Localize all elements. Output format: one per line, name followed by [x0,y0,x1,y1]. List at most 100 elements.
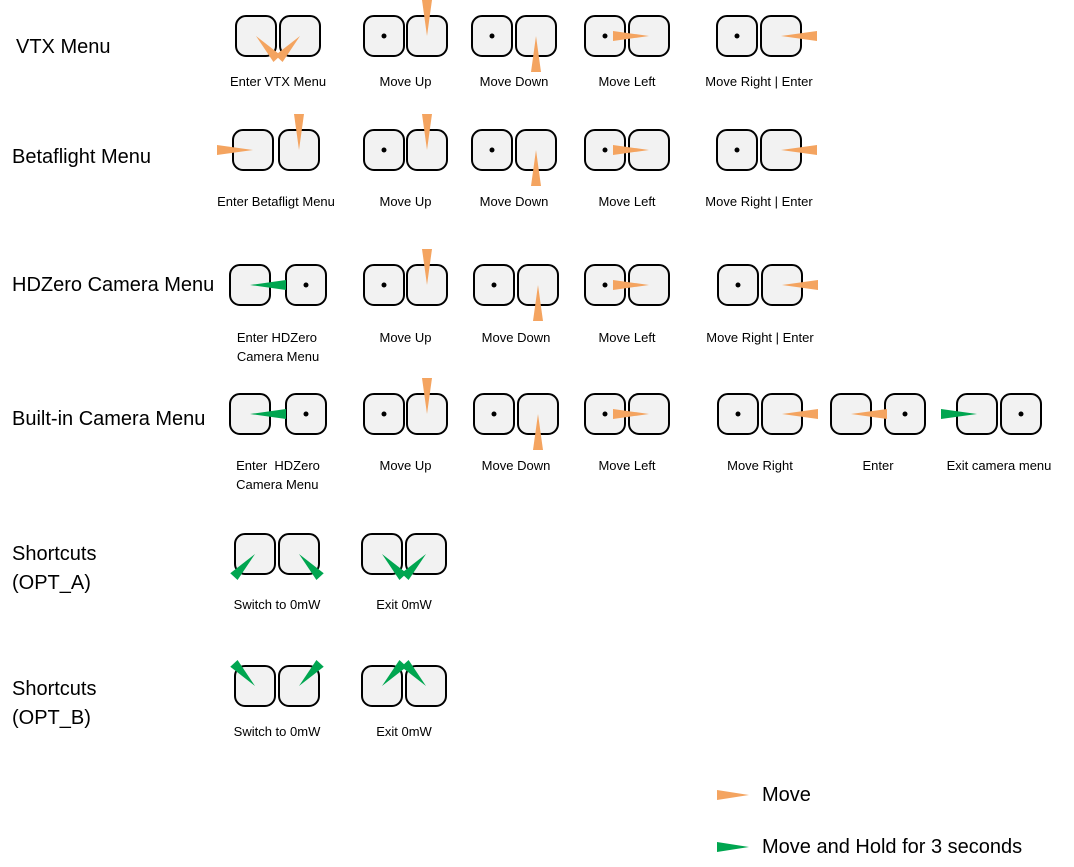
stick-center-dot [602,147,608,153]
command-label: Switch to 0mW [234,722,321,741]
command-label-line: Exit 0mW [376,597,432,612]
legend-label: Move [762,783,811,806]
move-left-arrow-icon [613,409,649,419]
section-title: Shortcuts (OPT_B) [12,678,97,729]
hold-down-right-arrow-icon [299,554,324,581]
command-label: Move Up [379,192,431,211]
command-label: Move Left [598,192,655,211]
stick-center-dot [902,411,908,417]
move-right-arrow-icon [782,409,818,419]
command-label: Move Right [727,456,793,475]
command-label-line: Move Down [479,194,549,209]
hold-up-right-arrow-icon [382,659,407,686]
stick-center-dot [602,411,608,417]
stick-center-dot [735,282,741,288]
command-label-line: Move Right [727,458,793,473]
sticks-graphic [584,15,670,57]
sticks-graphic [229,264,327,306]
stick-center-dot [491,411,497,417]
sticks-graphic [363,378,448,435]
stick-pair: Enter Betafligt Menu [217,114,335,209]
stick-center-dot [735,411,741,417]
stick-center-dot [734,33,740,39]
stick-center-dot [602,33,608,39]
stick-center-dot [381,147,387,153]
stick-center-dot [381,33,387,39]
stick-pair: Move Down [473,264,559,345]
hold-left-arrow-icon [941,409,977,419]
command-label: Exit 0mW [376,722,432,741]
hold-right-arrow-icon [250,409,286,419]
hold-up-right-arrow-icon [299,659,324,686]
stick-pair: Exit 0mW [361,659,447,739]
hold-up-left-arrow-icon [401,659,426,686]
command-label-line: Enter Betafligt Menu [217,194,335,209]
sticks-graphic [716,129,817,171]
command-label-line: Enter VTX Menu [229,74,327,89]
stick-pair: Move Down [471,129,557,209]
move-left-arrow-icon [613,280,649,290]
stick-pair: Exit camera menu [941,393,1051,473]
command-label-line: Move Up [379,194,432,209]
command-label: Enter Betafligt Menu [217,192,335,211]
sticks-graphic [361,533,447,581]
sticks-graphic [584,264,670,306]
stick-pair: Switch to 0mW [230,533,324,612]
move-down-arrow-icon [533,414,543,450]
sticks-graphic [363,249,448,306]
command-label: Move Right | Enter [705,192,812,211]
command-label-line: Enter [862,458,894,473]
move-up-arrow-icon [422,378,432,414]
stick-pair: Enter [830,393,926,473]
legend-move-arrow-icon [717,790,749,800]
sticks-graphic [471,15,557,72]
stick-center-dot [303,282,309,288]
stick-center-dot [1018,411,1024,417]
stick-pair: Move Up [363,249,448,345]
move-down-right-arrow-icon [256,36,281,63]
sticks-graphic [941,393,1042,435]
command-label: Move Down [480,72,549,91]
command-label: Move Down [482,328,551,347]
stick-pair: Move Up [363,114,448,209]
move-up-arrow-icon [422,114,432,150]
stick-center-dot [489,147,495,153]
section-title: Shortcuts (OPT_A) [12,543,97,594]
command-label: Exit 0mW [376,595,432,614]
command-label-line: Move Down [481,458,551,473]
move-down-arrow-icon [533,285,543,321]
move-up-arrow-icon [422,249,432,285]
legend-item-move: Move [716,782,811,808]
command-label-line: Switch to 0mW [233,724,321,739]
sticks-graphic [584,129,670,171]
stick-pair: Move Left [584,393,670,473]
legend-item-hold: Move and Hold for 3 seconds [716,834,1022,860]
command-label: Move Right | Enter [705,72,812,91]
command-label-line: Exit 0mW [376,724,432,739]
command-label: Enter VTX Menu [230,72,326,91]
command-label: Move Left [598,328,655,347]
hold-right-arrow-icon [250,280,286,290]
command-label: Move Right | Enter [706,328,813,347]
stick-pair: Move Left [584,129,670,209]
stick-pair: Move Up [363,378,448,473]
move-right-arrow-icon [782,280,818,290]
command-label-line: Move Left [598,330,656,345]
sticks-graphic [717,264,818,306]
sticks-graphic [363,0,448,57]
stick-pair: Move Left [584,15,670,89]
stick-pair: Move Down [473,393,559,473]
command-label-line: Enter HDZero [236,458,320,473]
command-label: Move Left [598,72,655,91]
command-label-line: Move Right | Enter [706,330,814,345]
command-label-line: Move Left [598,74,656,89]
stick-pair: Move Right | Enter [706,264,818,345]
sticks-graphic [717,393,818,435]
command-label-line: Move Up [379,330,432,345]
move-left-arrow-icon [613,31,649,41]
section-title: HDZero Camera Menu [12,274,215,296]
command-label-line: Camera Menu [236,349,320,364]
